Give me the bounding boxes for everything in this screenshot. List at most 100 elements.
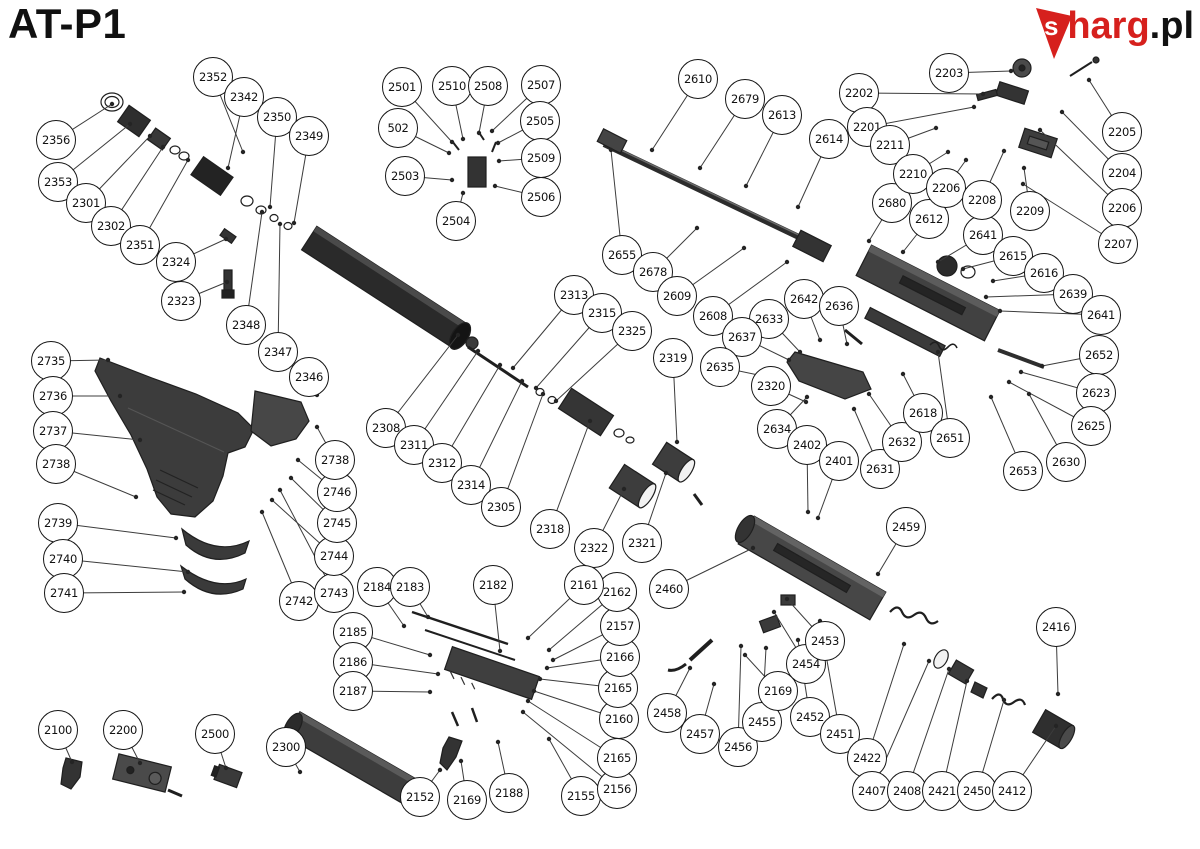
part-callout-2204: 2204 (1102, 153, 1142, 193)
part-marker-2323 (224, 279, 230, 285)
part-callout-2207: 2207 (1098, 224, 1138, 264)
pistol-frame-drawing (94, 357, 310, 595)
part-marker-2509 (496, 158, 502, 164)
part-marker-2315 (533, 385, 539, 391)
part-marker-2169 (458, 758, 464, 764)
part-marker-2401 (815, 515, 821, 521)
part-callout-2679: 2679 (725, 79, 765, 119)
part-callout-2652: 2652 (1079, 335, 1119, 375)
leader-line-2408 (906, 668, 950, 792)
part-marker-2160 (531, 688, 537, 694)
part-callout-2653: 2653 (1003, 451, 1043, 491)
part-markers (69, 68, 1092, 775)
part-callout-2614: 2614 (809, 119, 849, 159)
part-marker-2503 (449, 177, 455, 183)
part-marker-2186 (435, 671, 441, 677)
part-marker-2735 (105, 357, 111, 363)
part-marker-2738 (314, 424, 320, 430)
part-marker-2156 (520, 709, 526, 715)
parts-artwork (60, 56, 1100, 811)
part-marker-2353 (127, 121, 133, 127)
part-marker-2631 (851, 406, 857, 412)
part-callout-2183: 2183 (390, 567, 430, 607)
part-marker-2157 (550, 657, 556, 663)
part-marker-2319 (674, 439, 680, 445)
part-marker-2183 (425, 614, 431, 620)
part-marker-2679 (697, 165, 703, 171)
part-marker-2187 (427, 689, 433, 695)
part-callout-2325: 2325 (612, 311, 652, 351)
part-marker-2608 (784, 259, 790, 265)
part-marker-2422 (901, 641, 907, 647)
part-marker-2169 (742, 652, 748, 658)
part-callout-2322: 2322 (574, 528, 614, 568)
part-callout-2501: 2501 (382, 67, 422, 107)
part-marker-2162 (546, 647, 552, 653)
part-marker-2504 (460, 190, 466, 196)
leader-line-2740 (62, 558, 189, 573)
part-callout-2739: 2739 (38, 503, 78, 543)
part-callout-2401: 2401 (819, 441, 859, 481)
part-callout-2735: 2735 (31, 341, 71, 381)
part-marker-2203 (1008, 68, 1014, 74)
part-marker-2500 (223, 765, 229, 771)
part-callout-2608: 2608 (693, 296, 733, 336)
part-callout-2618: 2618 (903, 393, 943, 433)
part-callout-2188: 2188 (489, 773, 529, 813)
part-callout-2505: 2505 (520, 101, 560, 141)
part-marker-2206 (1037, 127, 1043, 133)
part-marker-2615 (960, 266, 966, 272)
part-marker-2301 (147, 133, 153, 139)
part-marker-2342 (225, 165, 231, 171)
part-callout-2503: 2503 (385, 156, 425, 196)
part-callout-2314: 2314 (451, 465, 491, 505)
part-marker-2455 (763, 645, 769, 651)
part-marker-2652 (1039, 363, 1045, 369)
part-marker-2678 (694, 225, 700, 231)
part-marker-2745 (288, 475, 294, 481)
part-marker-2188 (495, 739, 501, 745)
part-callout-2460: 2460 (649, 569, 689, 609)
part-marker-2458 (687, 665, 693, 671)
part-callout-2641: 2641 (1081, 295, 1121, 335)
part-callout-2162: 2162 (597, 572, 637, 612)
part-callout-2609: 2609 (657, 276, 697, 316)
part-callout-2305: 2305 (481, 487, 521, 527)
leader-line-2202 (858, 92, 984, 95)
part-callout-2315: 2315 (582, 293, 622, 333)
part-callout-2506: 2506 (521, 177, 561, 217)
part-marker-2625 (1006, 379, 1012, 385)
logo-word: harg (1067, 5, 1150, 47)
part-callout-2510: 2510 (432, 66, 472, 106)
part-marker-2736 (117, 393, 123, 399)
part-marker-2746 (295, 457, 301, 463)
part-marker-2506 (492, 183, 498, 189)
part-callout-2203: 2203 (929, 53, 969, 93)
part-marker-2623 (1018, 369, 1024, 375)
part-callout-2459: 2459 (886, 507, 926, 547)
part-callout-2625: 2625 (1071, 406, 1111, 446)
part-marker-2204 (1059, 109, 1065, 115)
part-callout-2743: 2743 (314, 573, 354, 613)
part-callout-2356: 2356 (36, 120, 76, 160)
part-marker-2312 (497, 362, 503, 368)
logo-flag-icon: s (1036, 8, 1073, 59)
part-marker-2166 (544, 665, 550, 671)
part-marker-2454 (771, 609, 777, 615)
part-marker-2508 (476, 130, 482, 136)
part-marker-2641 (997, 308, 1003, 314)
part-callout-2740: 2740 (43, 539, 83, 579)
part-marker-2610 (649, 147, 655, 153)
part-callout-2319: 2319 (653, 338, 693, 378)
part-marker-2421 (964, 678, 970, 684)
part-callout-2613: 2613 (762, 95, 802, 135)
part-marker-2634 (804, 394, 810, 400)
part-marker-2352 (240, 149, 246, 155)
part-callout-2320: 2320 (751, 366, 791, 406)
part-callout-2635: 2635 (700, 347, 740, 387)
part-marker-2738 (133, 494, 139, 500)
part-marker-502 (446, 150, 452, 156)
part-callout-2651: 2651 (930, 418, 970, 458)
part-marker-2202 (980, 91, 986, 97)
part-marker-2639 (983, 294, 989, 300)
